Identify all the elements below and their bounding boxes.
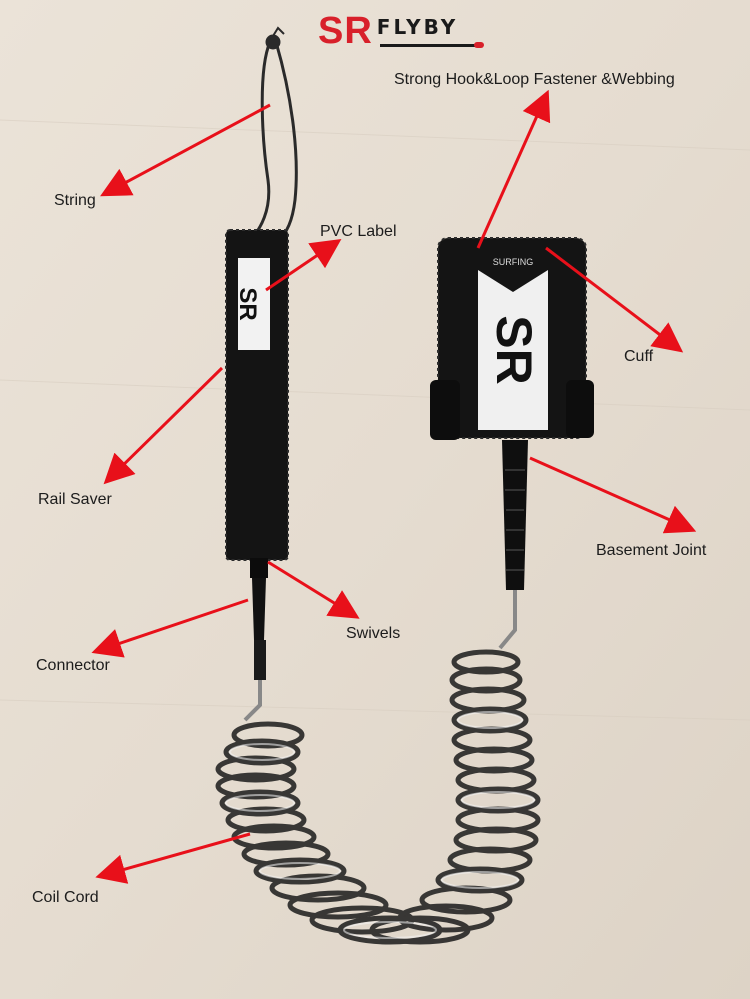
brand-logo: SR FLYBY [318, 8, 484, 52]
coil-cord [215, 649, 541, 945]
svg-text:SURFING: SURFING [493, 257, 534, 267]
label-cuff: Cuff [624, 348, 654, 365]
arrow-cuff [545, 246, 684, 353]
rail-saver-strap: SR [225, 229, 289, 561]
label-basement-joint: Basement Joint [596, 542, 707, 559]
arrow-hook-loop [476, 89, 551, 249]
svg-text:SR: SR [234, 287, 261, 320]
logo-dot [474, 42, 484, 48]
annotation-arrows [91, 89, 697, 884]
svg-text:SR: SR [486, 315, 542, 384]
coil-cord-highlight [225, 711, 535, 939]
arrow-basement-joint [529, 456, 697, 534]
basement-joint [498, 440, 528, 650]
brand-mark: SR [318, 10, 373, 52]
label-string: String [54, 192, 96, 209]
brand-name: FLYBY [376, 15, 459, 39]
arrow-connector [91, 598, 249, 658]
arrow-rail-saver [103, 366, 224, 485]
logo-underline [380, 44, 476, 47]
arrow-string [100, 103, 271, 197]
arrow-pvc-label [265, 238, 342, 292]
connector-left [243, 558, 268, 722]
arrow-swivels [267, 560, 360, 619]
label-connector: Connector [36, 657, 110, 674]
arrow-coil-cord [95, 832, 251, 884]
label-pvc-label: PVC Label [320, 223, 397, 240]
label-rail-saver: Rail Saver [38, 491, 112, 508]
label-coil-cord: Coil Cord [32, 889, 99, 906]
ankle-cuff: SR SURFING [430, 237, 594, 440]
label-swivels: Swivels [346, 625, 401, 642]
label-hook-loop: Strong Hook&Loop Fastener &Webbing [394, 71, 675, 88]
